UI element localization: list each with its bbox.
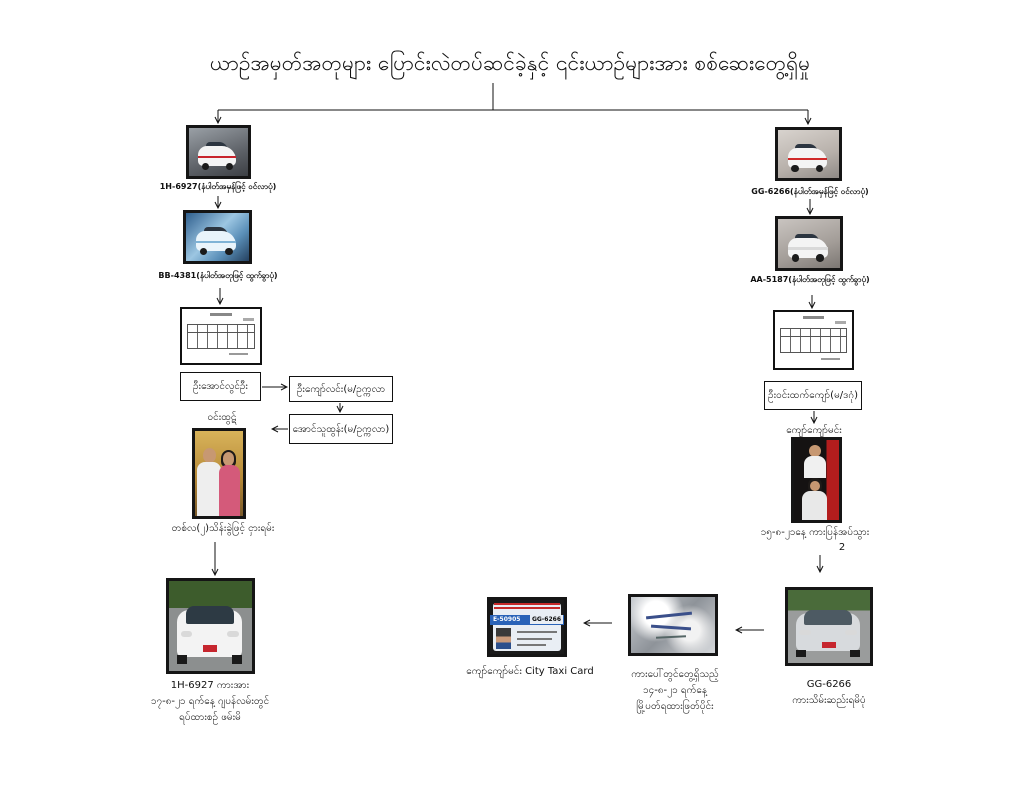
card-id-number: E-50905 [492,616,521,624]
taxi-tyre [850,649,861,658]
photo-right-renter [791,437,842,523]
left-owner-box: ဦးအောင်လွင်ဦး [180,372,261,401]
document-footer [228,353,248,356]
photo-right-exit-car [775,216,843,271]
car-stripe [787,247,828,250]
right-return-caption-mark: 2 [838,542,846,553]
person-head [809,444,821,457]
taxi-tyre [232,654,243,664]
card-header-lines [494,603,560,611]
taxi-windshield [804,610,852,626]
caption-line: ရပ်ထားစဉ် ဖမ်းမိ [179,712,241,723]
document-mark [242,317,254,321]
caption-line: ၁၇-၈-၂၁ ရက်နေ့ ဂျပန်လမ်းတွင် [150,696,270,707]
ticket-ink-line [651,624,692,631]
photo-right-seized-taxi [785,587,873,666]
person-body [219,465,241,516]
taxi-headlight [227,630,239,637]
taxi-windshield [185,606,234,625]
taxi-tyre [796,649,807,658]
document-footer [821,357,840,360]
taxi-license-plate [203,644,218,653]
photo-left-seized-taxi [166,578,255,674]
document-heading [802,316,825,320]
car-wheel [199,247,208,255]
car-stripe [198,155,237,159]
person-body [803,456,827,479]
document-table [186,324,256,349]
taxi-headlight [845,630,857,636]
card-plate-number: GG-6266 [529,615,563,625]
left-renter-name: ဝင်းထွဋ် [207,412,237,423]
caption-line: ၁၄-၈-၂၁ ရက်နေ့ [642,685,708,696]
photo-city-taxi-card: E-50905 GG-6266 [487,597,567,657]
taxi-headlight [180,630,193,637]
person-body [802,491,828,520]
person-body [196,462,221,516]
photo-left-exit-car [183,210,252,264]
document-mark [835,320,846,324]
right-entry-caption: GG-6266(နံပါတ်အမှန်ဖြင့် ဝင်လာပုံ) [751,187,869,196]
photo-left-renter [192,428,246,519]
photo-circular-train-ticket [628,594,718,656]
photo-right-entry-car [775,127,842,181]
card-text-line [516,637,553,640]
right-return-caption: ၁၅-၈-၂၁နေ့ ကားပြန်အပ်သွား [760,527,870,538]
card-band [490,615,564,625]
right-renter-name: ကျော်ကျော်မင်း [786,425,842,436]
card-text-line [516,644,547,647]
person-head [202,448,217,464]
caption-line: မြို့ပတ်ရထားဖြတ်ပိုင်း [636,701,714,712]
caption-line: GG-6266 [806,679,852,690]
right-seizure-caption: GG-6266 ကားသိမ်းဆည်းရမိပုံ [769,677,889,709]
left-exit-caption: BB-4381(နံပါတ်အတုဖြင့် ထွက်ခွာပုံ) [158,271,278,280]
car-wheel [815,164,824,172]
taxi-headlight [799,630,811,636]
taxi-license-plate [821,641,836,648]
document-scan-right [773,310,854,370]
car-wheel [201,162,210,170]
document-heading [210,313,232,317]
caption-line: 1H-6927 ကားအား [170,680,250,691]
left-rent-caption: တစ်လ(၂)သိန်းခွဲဖြင့် ငှားရမ်း [171,523,275,534]
car-wheel [225,247,233,255]
car-wheel [791,164,799,172]
left-entry-caption: 1H-6927(နံပါတ်အမှန်ဖြင့် ဝင်လာပုံ) [159,182,277,191]
right-owner-box: ဦးဝင်းထက်ကျော်(မ/ဒဂုံ) [764,381,862,410]
card-text-line [516,631,557,634]
taxi-tyre [177,654,188,664]
car-wheel [816,254,824,262]
caption-line: ကားပေါ်တွင်တွေ့ရှိသည့် [631,669,719,680]
car-stripe [787,157,827,161]
car-wheel [225,162,233,170]
left-broker-1-box: ဦးကျော်လင်း(မ/ဥက္ကလာ [289,376,393,402]
card-caption: ကျော်ကျော်မင်း City Taxi Card [466,666,594,677]
caption-line: ကားသိမ်းဆည်းရမိပုံ [792,695,866,706]
ticket-ink-line [656,635,687,639]
card-portrait [495,628,511,649]
car-stripe [196,240,237,244]
document-scan-left [180,307,262,365]
document-table [779,327,848,354]
photo-left-entry-car [186,125,251,179]
left-seizure-caption: 1H-6927 ကားအား ၁၇-၈-၂၁ ရက်နေ့ ဂျပန်လမ်းတ… [110,678,310,726]
car-wheel [791,254,800,262]
person-head [810,480,821,492]
person-head [222,452,235,466]
diagram-title: ယာဉ်အမှတ်အတုများ ပြောင်းလဲတပ်ဆင်ခဲ့နှင့်… [209,51,811,75]
ticket-caption: ကားပေါ်တွင်တွေ့ရှိသည့် ၁၄-၈-၂၁ ရက်နေ့ မြ… [600,667,750,715]
ticket-ink-line [646,611,693,620]
left-broker-2-box: အောင်သူထွန်း(မ/ဥက္ကလာ) [289,414,393,444]
right-exit-caption: AA-5187(နံပါတ်အတုဖြင့် ထွက်ခွာပုံ) [750,275,870,284]
